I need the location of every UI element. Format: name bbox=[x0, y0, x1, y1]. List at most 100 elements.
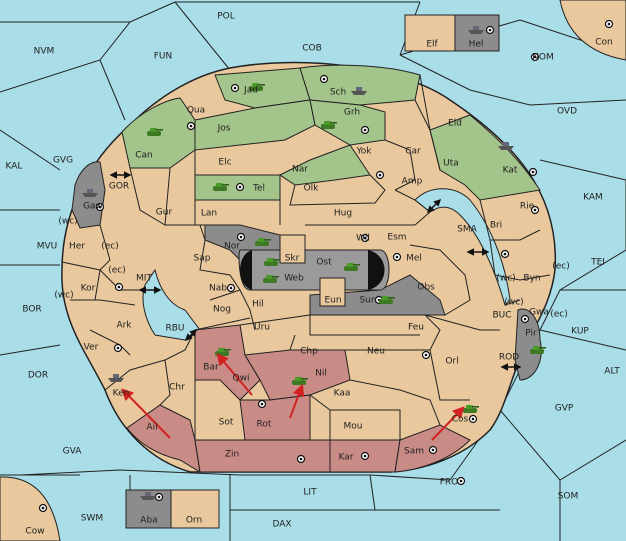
label-bor: BOR bbox=[22, 305, 41, 315]
label-wil: Wil bbox=[356, 234, 370, 244]
label-orn: Orn bbox=[186, 516, 202, 526]
label-nar: Nar bbox=[292, 165, 308, 175]
label-amp: Amp bbox=[402, 177, 423, 187]
label-feu: Feu bbox=[408, 323, 424, 333]
label-uta: Uta bbox=[443, 159, 459, 169]
coast-label-byn-wc: (wc) bbox=[496, 274, 515, 284]
label-cos: Cos bbox=[452, 415, 469, 425]
label-web: Web bbox=[284, 274, 304, 284]
label-ail: Ail bbox=[146, 423, 157, 433]
sea-labels: POL NVM FUN COB NOM Con OVD KAL GVG GOR … bbox=[6, 12, 621, 537]
con-land[interactable] bbox=[559, 0, 626, 61]
sch-land[interactable] bbox=[299, 64, 421, 106]
label-uru: Uru bbox=[254, 323, 270, 333]
canal-west bbox=[240, 250, 252, 290]
label-bar: Bar bbox=[203, 363, 219, 373]
label-eun: Eun bbox=[324, 296, 341, 306]
label-yok: Yok bbox=[355, 147, 372, 157]
label-rbu: RBU bbox=[165, 324, 184, 334]
label-sma: SMA bbox=[457, 225, 477, 235]
label-sap: Sap bbox=[194, 254, 211, 264]
label-jad: Jad bbox=[243, 86, 258, 96]
label-fun: FUN bbox=[154, 52, 173, 62]
ail-land[interactable] bbox=[126, 404, 201, 473]
label-rod: ROD bbox=[499, 353, 519, 363]
label-sch: Sch bbox=[330, 88, 346, 98]
label-elc: Elc bbox=[218, 158, 231, 168]
label-som: SOM bbox=[558, 492, 579, 502]
label-nog: Nog bbox=[213, 305, 231, 315]
label-eld: Eld bbox=[448, 119, 462, 129]
label-hug: Hug bbox=[334, 209, 352, 219]
coast-label-kor-wc: (wc) bbox=[54, 291, 73, 301]
label-skr: Skr bbox=[285, 254, 300, 264]
label-hel: Hel bbox=[469, 40, 484, 50]
label-dax: DAX bbox=[272, 520, 291, 530]
label-obs: Obs bbox=[417, 283, 435, 293]
label-gur: Gur bbox=[156, 208, 173, 218]
label-ovd: OVD bbox=[557, 107, 577, 117]
label-cob: COB bbox=[302, 44, 322, 54]
label-buc: BUC bbox=[492, 311, 511, 321]
label-dor: DOR bbox=[28, 371, 48, 381]
label-gaw: Gaw bbox=[83, 202, 103, 212]
label-qua: Qua bbox=[187, 106, 205, 116]
label-sam: Sam bbox=[404, 447, 424, 457]
coast-label-gaw-wc: (wc) bbox=[58, 217, 77, 227]
label-nvm: NVM bbox=[34, 47, 55, 57]
order-arrows bbox=[121, 353, 465, 441]
label-kup: KUP bbox=[571, 327, 589, 337]
eun-land[interactable] bbox=[319, 277, 346, 307]
kat-land[interactable] bbox=[429, 114, 541, 201]
elf-land[interactable] bbox=[404, 14, 456, 52]
label-esm: Esm bbox=[387, 233, 406, 243]
skr-land[interactable] bbox=[279, 234, 306, 264]
label-qwi: Qwi bbox=[233, 374, 250, 384]
label-mou: Mou bbox=[344, 422, 363, 432]
label-her: Her bbox=[69, 242, 85, 252]
label-gwa: Gwa bbox=[529, 308, 549, 318]
label-pol: POL bbox=[217, 12, 235, 22]
pir-land[interactable] bbox=[514, 308, 542, 381]
label-nil: Nil bbox=[315, 369, 327, 379]
label-kaa: Kaa bbox=[334, 389, 351, 399]
label-tei: TEI bbox=[590, 258, 605, 268]
label-kam: KAM bbox=[583, 193, 603, 203]
label-mvu: MVU bbox=[37, 242, 58, 252]
label-ark: Ark bbox=[116, 321, 132, 331]
label-nom: NOM bbox=[532, 53, 554, 63]
label-gvg: GVG bbox=[53, 156, 73, 166]
coast-label-kor-ec: (ec) bbox=[108, 266, 126, 276]
label-zin: Zin bbox=[225, 450, 239, 460]
label-can: Can bbox=[135, 151, 153, 161]
label-nab: Nab bbox=[209, 284, 227, 294]
label-rot: Rot bbox=[257, 420, 272, 430]
label-mel: Mel bbox=[406, 254, 422, 264]
label-rie: Rie bbox=[520, 202, 535, 212]
label-neu: Neu bbox=[367, 347, 385, 357]
zin-land[interactable] bbox=[194, 439, 331, 473]
label-gvp: GVP bbox=[555, 404, 574, 414]
nil-land[interactable] bbox=[244, 349, 351, 401]
skr-ost-web-land[interactable] bbox=[238, 249, 390, 291]
label-sot: Sot bbox=[219, 418, 234, 428]
label-kar: Kar bbox=[339, 453, 354, 463]
label-pir: Pir bbox=[525, 329, 537, 339]
coast-label-gwa-ec: (ec) bbox=[550, 310, 568, 320]
label-bri: Bri bbox=[490, 221, 502, 231]
label-kal: KAL bbox=[6, 162, 23, 172]
label-grh: Grh bbox=[344, 108, 360, 118]
label-elf: Elf bbox=[426, 40, 438, 50]
label-ken: Ken bbox=[113, 389, 130, 399]
label-aba: Aba bbox=[140, 516, 157, 526]
label-fro: FRO bbox=[440, 478, 459, 488]
coast-label-her-ec: (ec) bbox=[101, 242, 119, 252]
label-kor: Kor bbox=[81, 284, 96, 294]
rot-land[interactable] bbox=[239, 394, 311, 441]
orn-land[interactable] bbox=[170, 489, 220, 529]
label-con: Con bbox=[595, 38, 613, 48]
label-olk: Olk bbox=[304, 184, 320, 194]
label-mit: MIT bbox=[136, 274, 152, 284]
label-ver: Ver bbox=[84, 343, 99, 353]
label-jos: Jos bbox=[217, 124, 231, 134]
